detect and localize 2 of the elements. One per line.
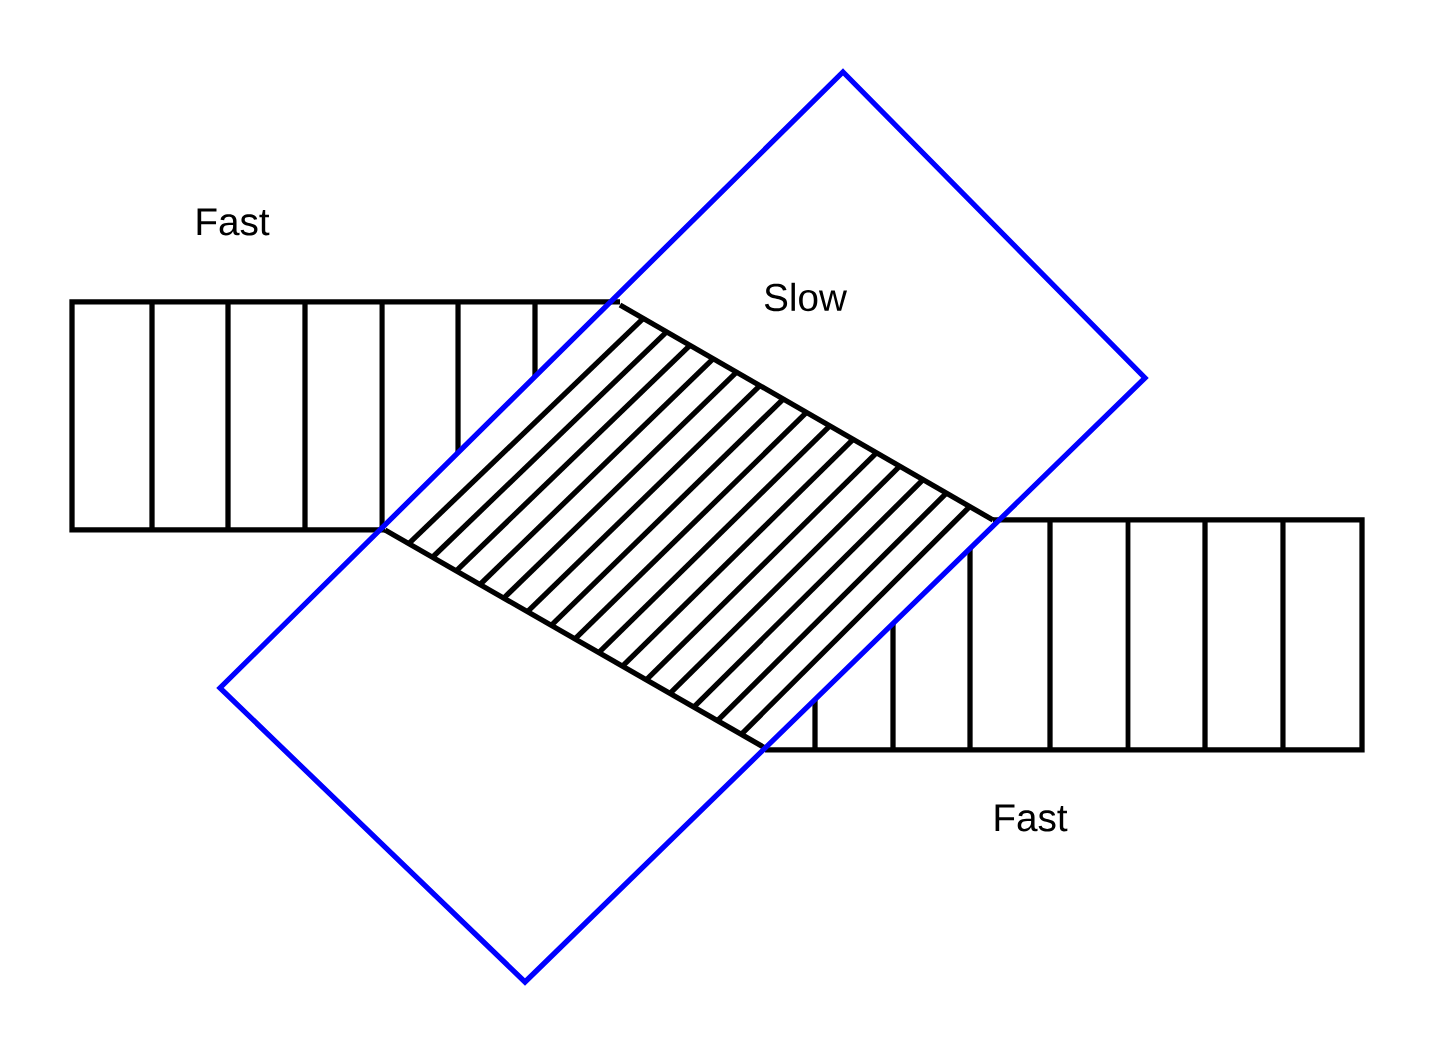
speed-label: Fast bbox=[197, 208, 270, 236]
speed-label: Fast bbox=[995, 804, 1068, 832]
